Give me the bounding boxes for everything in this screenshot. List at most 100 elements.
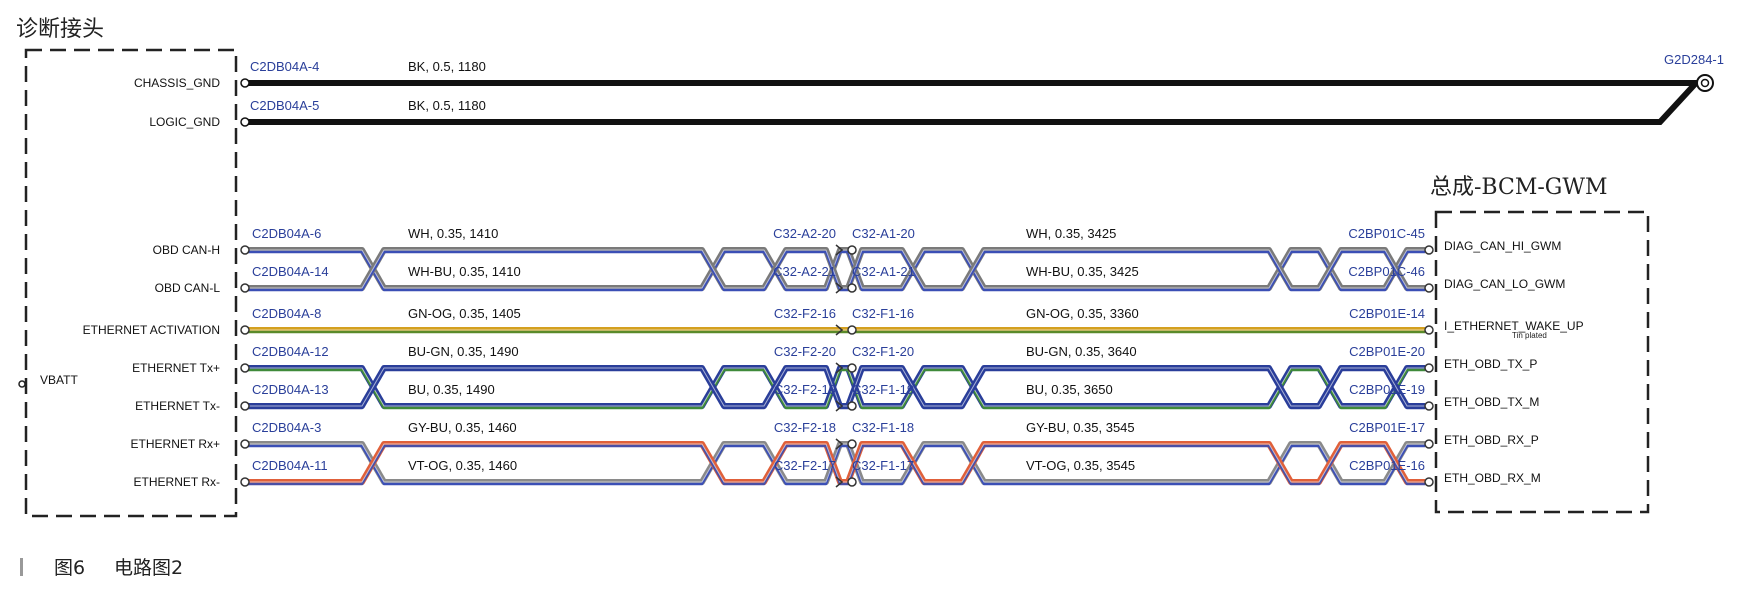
wire-spec-1: GY-BU, 0.35, 1460 bbox=[408, 420, 517, 435]
right-connector-pin: C2BP01C-45 bbox=[1348, 226, 1425, 241]
left-connector-pin: C2DB04A-14 bbox=[252, 264, 329, 279]
figure-title: 电路图2 bbox=[114, 557, 183, 579]
left-pin-icon bbox=[240, 363, 250, 373]
inline-connector-icon bbox=[847, 325, 857, 335]
wire-spec-1: VT-OG, 0.35, 1460 bbox=[408, 458, 517, 473]
right-pin-icon bbox=[1424, 245, 1434, 255]
left-pin-label: ETHERNET Rx+ bbox=[131, 437, 220, 451]
tin-plated-note: Tin plated bbox=[1512, 331, 1547, 340]
right-pin-icon bbox=[1424, 401, 1434, 411]
ground-connector-pin: C2DB04A-4 bbox=[250, 59, 319, 74]
wire-spec-2: GY-BU, 0.35, 3545 bbox=[1026, 420, 1135, 435]
ground-pin-label: LOGIC_GND bbox=[149, 115, 220, 129]
wire-spec-2: VT-OG, 0.35, 3545 bbox=[1026, 458, 1135, 473]
left-pin-label: OBD CAN-L bbox=[155, 281, 221, 295]
inline-connector-icon bbox=[847, 401, 857, 411]
right-pin-label: ETH_OBD_TX_M bbox=[1444, 395, 1539, 409]
right-pin-label: ETH_OBD_TX_P bbox=[1444, 357, 1537, 371]
wire-spec-2: WH-BU, 0.35, 3425 bbox=[1026, 264, 1139, 279]
inline-connector-left: C32-A2-21 bbox=[773, 264, 836, 279]
inline-connector-right: C32-F1-16 bbox=[852, 306, 914, 321]
inline-connector-icon bbox=[847, 245, 857, 255]
left-connector-pin: C2DB04A-11 bbox=[252, 458, 328, 473]
wire-spec-1: WH-BU, 0.35, 1410 bbox=[408, 264, 521, 279]
left-pin-icon bbox=[240, 325, 250, 335]
left-connector-pin: C2DB04A-12 bbox=[252, 344, 329, 359]
diagnostic-connector-box bbox=[24, 48, 238, 518]
connector-arrow-icon bbox=[835, 244, 844, 256]
left-pin-label: OBD CAN-H bbox=[153, 243, 220, 257]
left-pin-icon bbox=[240, 283, 250, 293]
ground-wire-spec: BK, 0.5, 1180 bbox=[408, 59, 486, 74]
signal-wire: ETHERNET ACTIVATION C2DB04A-8 GN-OG, 0.35,… bbox=[83, 306, 1584, 337]
inline-connector-icon bbox=[847, 439, 857, 449]
wire-spec-2: BU, 0.35, 3650 bbox=[1026, 382, 1113, 397]
vbatt-pin-icon bbox=[18, 380, 26, 388]
left-pin-icon bbox=[240, 477, 250, 487]
left-connector-pin: C2DB04A-13 bbox=[252, 382, 329, 397]
right-connector-pin: C2BP01E-20 bbox=[1349, 344, 1425, 359]
inline-connector-left: C32-F2-20 bbox=[774, 344, 836, 359]
ground-point-icon bbox=[1696, 74, 1714, 92]
vbatt-label: VBATT bbox=[40, 373, 78, 387]
inline-connector-left: C32-F2-19 bbox=[774, 382, 836, 397]
left-pin-label: ETHERNET Rx- bbox=[134, 475, 220, 489]
right-connector-pin: C2BP01E-19 bbox=[1349, 382, 1425, 397]
left-pin-icon bbox=[240, 401, 250, 411]
inline-connector-icon bbox=[847, 363, 857, 373]
inline-connector-left: C32-F2-16 bbox=[774, 306, 836, 321]
ground-connector-pin: C2DB04A-5 bbox=[250, 98, 319, 113]
ground-wires: G2D284-1 bbox=[240, 52, 1724, 127]
inline-connector-right: C32-F1-18 bbox=[852, 420, 914, 435]
right-pin-icon bbox=[1424, 283, 1434, 293]
right-pin-icon bbox=[1424, 439, 1434, 449]
right-pin-label: DIAG_CAN_HI_GWM bbox=[1444, 239, 1561, 253]
right-connector-pin: C2BP01E-14 bbox=[1349, 306, 1425, 321]
ground-pin-label: CHASSIS_GND bbox=[134, 76, 220, 90]
ground-connector-label: G2D284-1 bbox=[1664, 52, 1724, 67]
inline-connector-icon bbox=[847, 477, 857, 487]
inline-connector-right: C32-A1-20 bbox=[852, 226, 915, 241]
inline-connector-icon bbox=[847, 283, 857, 293]
inline-connector-right: C32-F1-19 bbox=[852, 382, 914, 397]
connector-arrow-icon bbox=[835, 282, 844, 294]
right-connector-pin: C2BP01E-16 bbox=[1349, 458, 1425, 473]
wire-spec-2: GN-OG, 0.35, 3360 bbox=[1026, 306, 1139, 321]
connector-arrow-icon bbox=[835, 324, 844, 336]
ground-wire-spec: BK, 0.5, 1180 bbox=[408, 98, 486, 113]
right-pin-label: ETH_OBD_RX_P bbox=[1444, 433, 1539, 447]
wire-spec-1: WH, 0.35, 1410 bbox=[408, 226, 498, 241]
left-pin-label: ETHERNET ACTIVATION bbox=[83, 323, 220, 337]
inline-connector-left: C32-F2-18 bbox=[774, 420, 836, 435]
right-pin-label: ETH_OBD_RX_M bbox=[1444, 471, 1541, 485]
left-connector-pin: C2DB04A-3 bbox=[252, 420, 321, 435]
left-connector-pin: C2DB04A-6 bbox=[252, 226, 321, 241]
caption-marker bbox=[20, 558, 23, 576]
signal-wire: OBD CAN-L C2DB04A-14 WH-BU, 0.35, 1410 C32-… bbox=[155, 247, 1565, 295]
inline-connector-left: C32-F2-17 bbox=[774, 458, 836, 473]
bcm-gwm-title: 总成-BCM-GWM bbox=[1430, 175, 1608, 200]
left-connector-pin: C2DB04A-8 bbox=[252, 306, 321, 321]
wire-spec-1: BU, 0.35, 1490 bbox=[408, 382, 495, 397]
right-pin-icon bbox=[1424, 325, 1434, 335]
left-pin-icon bbox=[240, 245, 250, 255]
left-pin-label: ETHERNET Tx+ bbox=[132, 361, 220, 375]
right-pin-icon bbox=[1424, 363, 1434, 373]
signal-wire: ETHERNET Tx- C2DB04A-13 BU, 0.35, 1490 C32-… bbox=[135, 365, 1539, 413]
bcm-gwm-box bbox=[1434, 210, 1650, 514]
wire-spec-1: GN-OG, 0.35, 1405 bbox=[408, 306, 521, 321]
signal-wire: ETHERNET Rx- C2DB04A-11 VT-OG, 0.35, 1460 C… bbox=[134, 441, 1541, 489]
diagnostic-connector-title: 诊断接头 bbox=[16, 17, 104, 42]
wire-spec-2: BU-GN, 0.35, 3640 bbox=[1026, 344, 1137, 359]
wire-spec-1: BU-GN, 0.35, 1490 bbox=[408, 344, 519, 359]
right-pin-label: DIAG_CAN_LO_GWM bbox=[1444, 277, 1565, 291]
wire-spec-2: WH, 0.35, 3425 bbox=[1026, 226, 1116, 241]
left-pin-label: ETHERNET Tx- bbox=[135, 399, 220, 413]
inline-connector-right: C32-F1-17 bbox=[852, 458, 914, 473]
connector-arrow-icon bbox=[835, 400, 844, 412]
inline-connector-right: C32-F1-20 bbox=[852, 344, 914, 359]
